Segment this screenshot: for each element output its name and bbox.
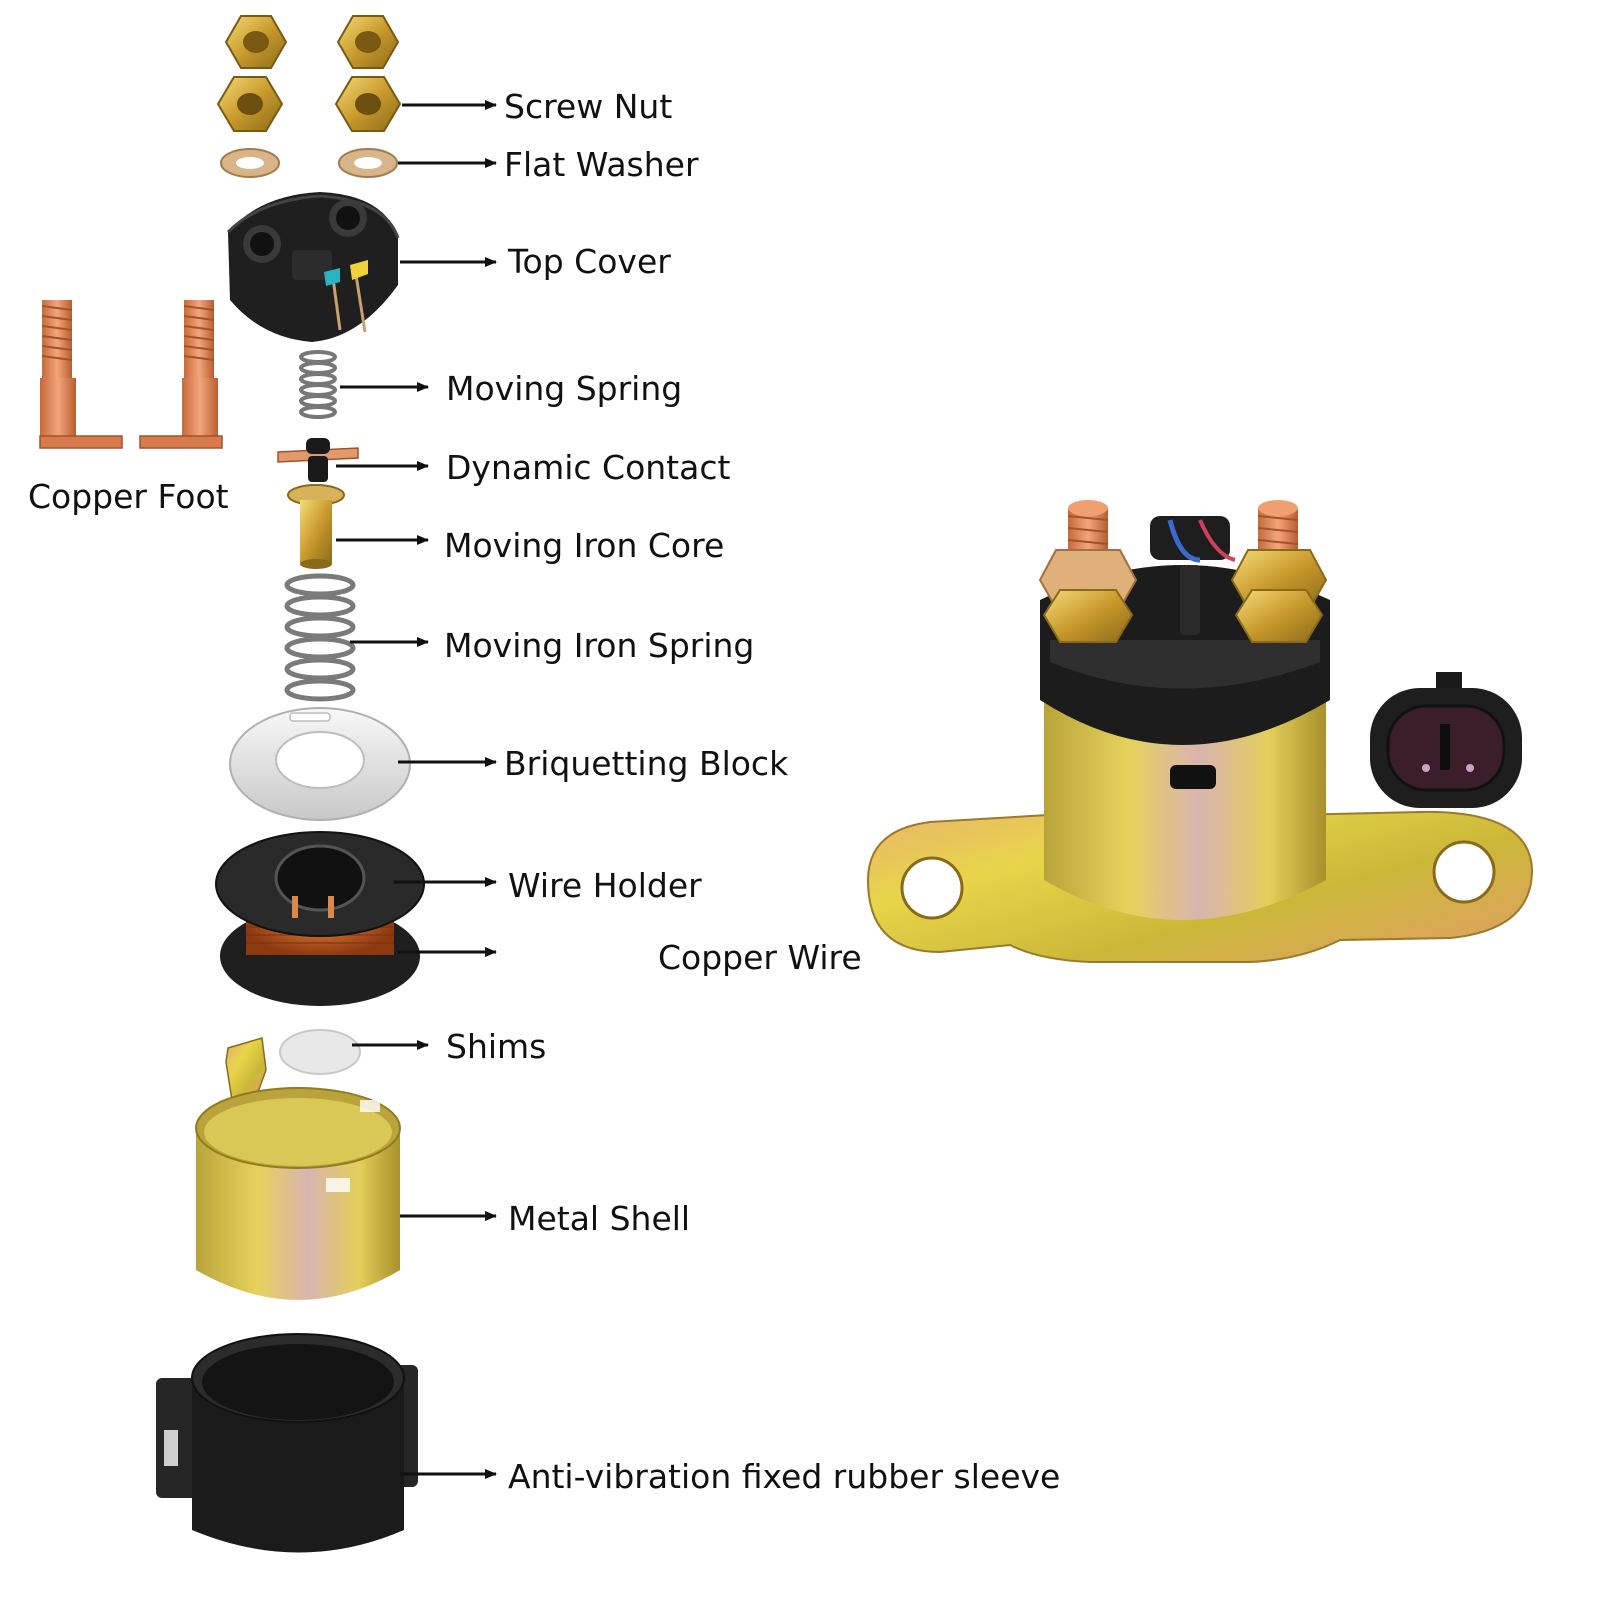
moving-iron-spring-part	[284, 573, 356, 702]
label-briquetting-block: Briquetting Block	[504, 744, 789, 783]
moving-iron-core-part	[287, 484, 345, 569]
briquetting-block-part	[229, 707, 411, 821]
top-cover-part	[226, 192, 400, 342]
metal-shell-part	[195, 1037, 401, 1300]
wire-holder-part	[215, 831, 425, 1006]
label-moving-iron-spring: Moving Iron Spring	[444, 626, 754, 665]
screw-nut-part	[216, 15, 402, 132]
label-copper-foot: Copper Foot	[28, 477, 229, 516]
dynamic-contact-part	[277, 438, 359, 482]
leader-arrows	[336, 100, 497, 1479]
shims-part	[279, 1029, 361, 1075]
label-flat-washer: Flat Washer	[504, 145, 699, 184]
label-rubber-sleeve: Anti-vibration fixed rubber sleeve	[508, 1457, 1060, 1496]
part-labels: Screw Nut Flat Washer Top Cover Moving S…	[28, 87, 1060, 1496]
label-copper-wire: Copper Wire	[658, 938, 862, 977]
label-moving-iron-core: Moving Iron Core	[444, 526, 724, 565]
label-metal-shell: Metal Shell	[508, 1199, 690, 1238]
rubber-sleeve-part	[156, 1333, 418, 1553]
copper-foot-part	[39, 300, 223, 449]
label-dynamic-contact: Dynamic Contact	[446, 448, 730, 487]
label-top-cover: Top Cover	[507, 242, 671, 281]
flat-washer-part	[220, 148, 398, 178]
assembled-solenoid-image	[866, 500, 1534, 963]
moving-spring-part	[299, 350, 337, 419]
label-shims: Shims	[446, 1027, 546, 1066]
label-moving-spring: Moving Spring	[446, 369, 682, 408]
label-wire-holder: Wire Holder	[508, 866, 702, 905]
label-screw-nut: Screw Nut	[504, 87, 672, 126]
